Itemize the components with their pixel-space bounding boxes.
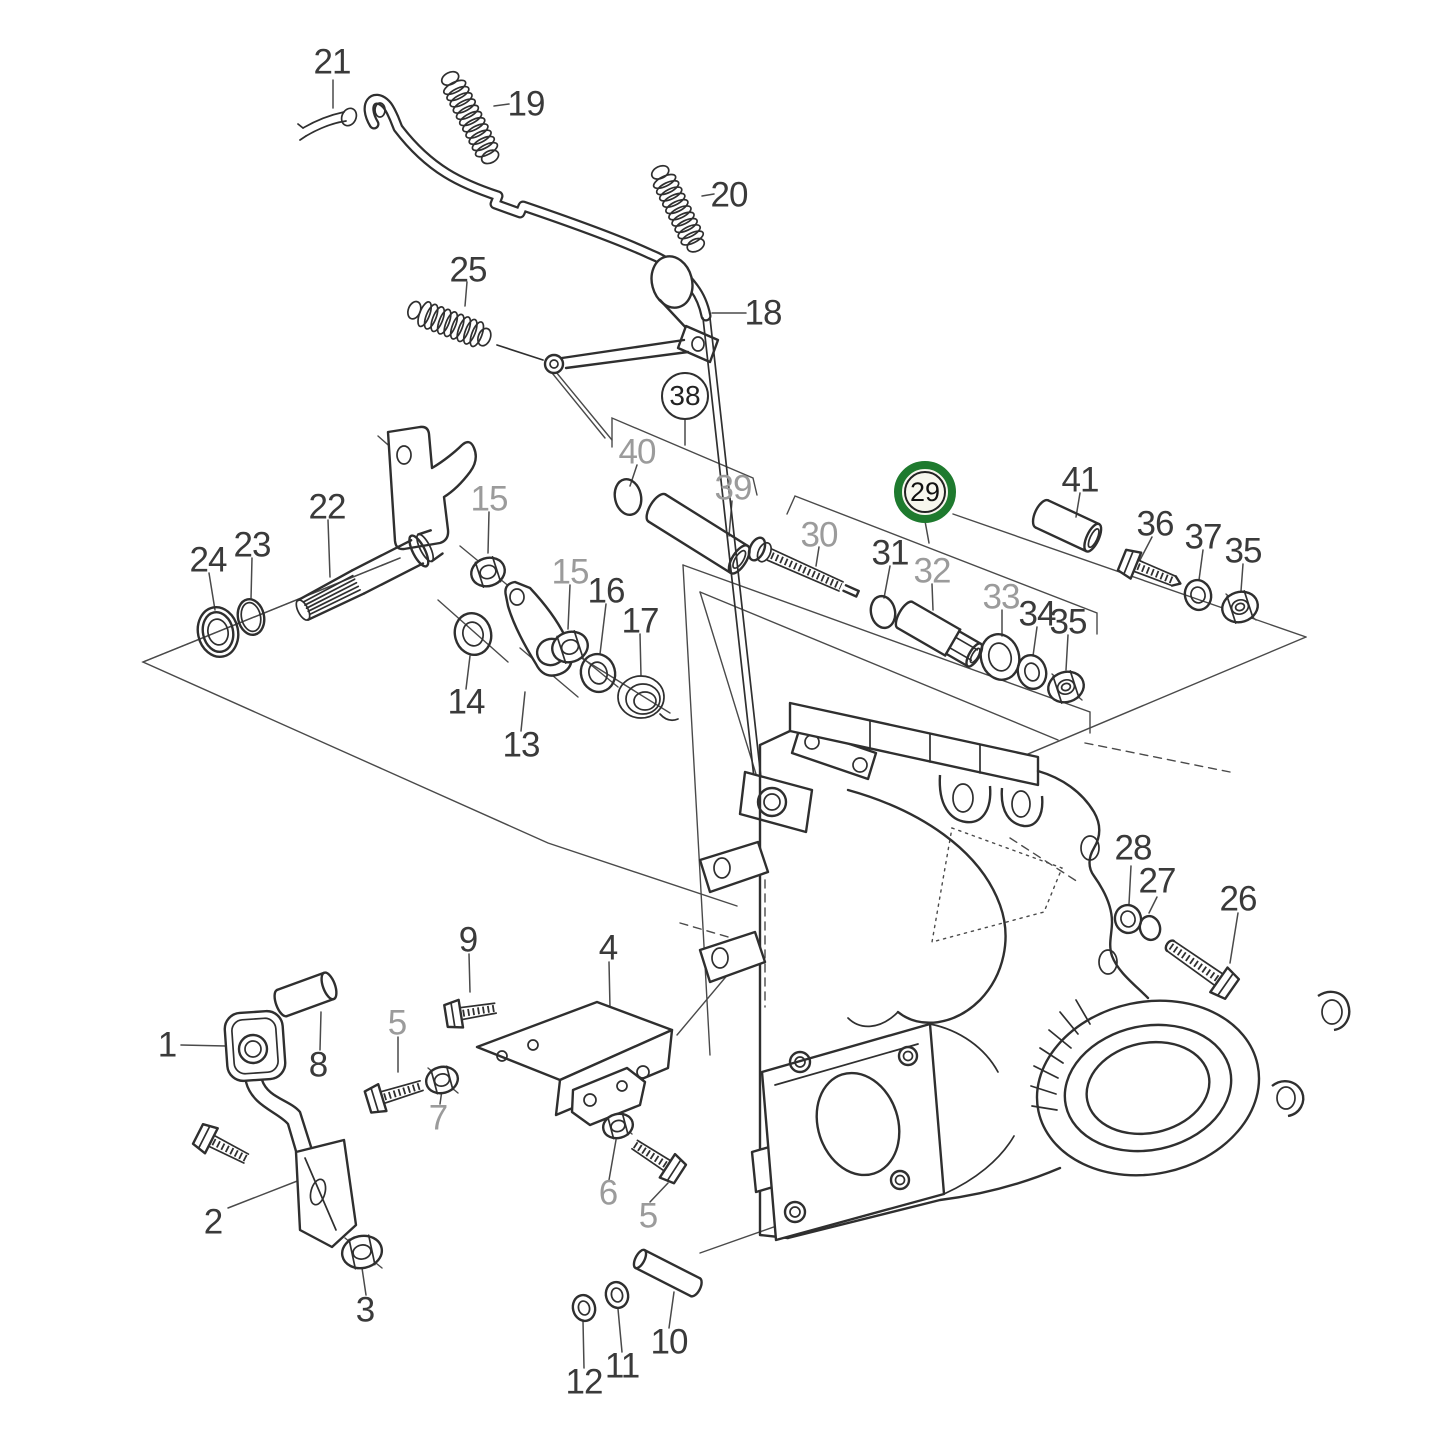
washer-34: [1016, 653, 1048, 691]
bolt-5a: [363, 1079, 424, 1114]
washer-24: [196, 605, 240, 659]
part-label-15a: 15: [470, 479, 509, 519]
housing: [698, 701, 1351, 1242]
part-label-41: 41: [1061, 460, 1100, 500]
washer-16: [579, 652, 617, 694]
part-callout-circled-38[interactable]: 38: [661, 372, 709, 420]
part-label-35a: 35: [1049, 602, 1088, 642]
spring-20: [650, 164, 706, 253]
part-label-28: 28: [1114, 828, 1153, 868]
lever-1: [223, 1009, 358, 1249]
part-label-8: 8: [308, 1045, 328, 1085]
part-label-21: 21: [313, 42, 352, 82]
part-label-39: 39: [714, 468, 753, 508]
part-label-34: 34: [1018, 594, 1057, 634]
part-label-12: 12: [565, 1362, 604, 1402]
bracket-4: [475, 1000, 674, 1127]
shift-shaft-22: [295, 425, 477, 622]
ring-hatching: [1030, 999, 1091, 1111]
part-label-6: 6: [598, 1173, 618, 1213]
nut-6: [601, 1112, 635, 1140]
oring-27: [1138, 914, 1162, 942]
part-label-13: 13: [502, 725, 541, 765]
part-label-25: 25: [449, 250, 488, 290]
part-label-20: 20: [710, 175, 749, 215]
part-label-1: 1: [157, 1025, 177, 1065]
part-label-16: 16: [587, 571, 626, 611]
cap-41: [1031, 498, 1103, 553]
part-label-32: 32: [913, 551, 952, 591]
part-label-23: 23: [233, 525, 272, 565]
part-label-14: 14: [447, 682, 486, 722]
cotter-pin-21: [297, 107, 358, 141]
bolt-2: [191, 1122, 250, 1164]
leader-lines: [180, 79, 1244, 1369]
washer-28: [1113, 903, 1143, 935]
seal-washer-33: [979, 633, 1021, 681]
spring-17: [617, 675, 679, 722]
part-label-40: 40: [618, 432, 657, 472]
part-label-5a: 5: [387, 1003, 407, 1043]
washer-12: [571, 1293, 597, 1323]
part-label-31: 31: [871, 533, 910, 573]
part-label-7: 7: [428, 1098, 448, 1138]
washer-37: [1183, 578, 1213, 612]
part-label-26: 26: [1219, 879, 1258, 919]
part-label-5b: 5: [638, 1196, 658, 1236]
part-label-3: 3: [355, 1290, 375, 1330]
highlighted-callout-number: 29: [904, 471, 946, 513]
nut-15a: [470, 556, 506, 588]
adjusting-screw-30: [747, 536, 860, 598]
bushing-8: [273, 971, 338, 1018]
part-label-36: 36: [1136, 504, 1175, 544]
part-label-2: 2: [203, 1202, 223, 1242]
oring-23: [236, 597, 266, 637]
oring-40: [613, 477, 643, 517]
part-label-11: 11: [604, 1346, 640, 1386]
sleeve-39: [645, 492, 751, 575]
bolt-36: [1116, 548, 1182, 587]
part-label-33: 33: [982, 577, 1021, 617]
bolt-5b: [631, 1139, 688, 1185]
nut-35a: [1047, 670, 1085, 704]
nut-3: [340, 1234, 384, 1270]
part-label-4: 4: [598, 928, 618, 968]
nut-35b: [1221, 590, 1259, 624]
pin-10: [632, 1248, 703, 1298]
part-label-24: 24: [189, 540, 228, 580]
oring-31: [869, 594, 897, 630]
part-callout-highlighted-29[interactable]: 29: [894, 461, 956, 523]
spring-25: [407, 300, 544, 361]
part-label-27: 27: [1138, 861, 1177, 901]
washer-14: [453, 611, 493, 657]
part-label-9: 9: [458, 920, 478, 960]
nut-15b: [551, 630, 589, 664]
part-label-18: 18: [744, 293, 783, 333]
lever-assembly-18: [363, 93, 878, 834]
nut-7: [424, 1065, 460, 1095]
holder-32: [894, 600, 984, 668]
part-label-22: 22: [308, 487, 347, 527]
part-label-37: 37: [1184, 517, 1223, 557]
part-label-10: 10: [650, 1322, 689, 1362]
part-label-17: 17: [621, 601, 660, 641]
part-label-15b: 15: [551, 552, 590, 592]
part-label-19: 19: [507, 84, 546, 124]
part-label-30: 30: [800, 515, 839, 555]
part-label-35b: 35: [1224, 531, 1263, 571]
bolt-9: [443, 998, 498, 1029]
spring-19: [440, 70, 500, 165]
washer-11: [604, 1280, 630, 1310]
bolt-26: [1164, 939, 1241, 1001]
